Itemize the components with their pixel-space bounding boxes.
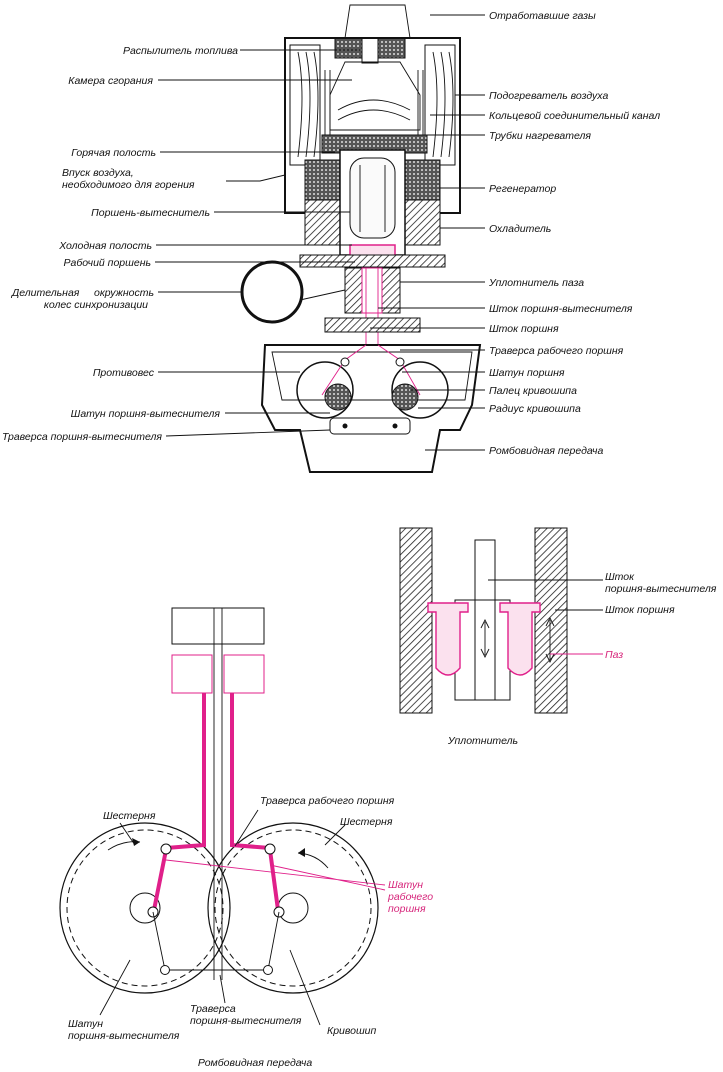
label-displacer-conrod: Шатун поршня-вытеснителя (71, 408, 221, 420)
label-combustion-chamber: Камера сгорания (68, 75, 153, 87)
label-slot-seal: Уплотнитель паза (488, 277, 584, 289)
cooler-left (304, 199, 341, 246)
label-piston-rod: Шток поршня (489, 323, 559, 335)
label-regenerator: Регенератор (489, 183, 556, 195)
drive-label-gear-right: Шестерня (340, 816, 393, 828)
label-working-crosshead: Траверса рабочего поршня (489, 345, 624, 357)
gear-left (59, 822, 231, 994)
drive-label-displacer-conrod-1: Шатун (68, 1018, 103, 1030)
top-right-labels: Отработавшие газы Подогреватель воздуха … (488, 10, 660, 457)
drive-label-crank: Кривошип (327, 1025, 377, 1037)
slot-seal-detail (427, 602, 469, 676)
label-rhombic-drive: Ромбовидная передача (489, 445, 603, 457)
top-left-labels: Распылитель топлива Камера сгорания Горя… (2, 45, 238, 443)
label-piston-conrod: Шатун поршня (489, 367, 565, 379)
drive-label-crosshead-1: Траверса (190, 1003, 236, 1015)
drive-label-conrod-2: рабочего (387, 891, 433, 903)
label-air-intake-2: необходимого для горения (62, 179, 195, 191)
seal-label-rod-1: Шток (605, 571, 635, 583)
top-right-leaders (370, 14, 485, 451)
seal-label-piston-rod: Шток поршня (605, 604, 675, 616)
label-pitch-circle-1: Делительная окружность (11, 287, 154, 299)
drive-label-displacer-conrod-2: поршня-вытеснителя (68, 1030, 180, 1042)
top-left-leaders (155, 49, 360, 437)
working-piston-conrods-drive (152, 849, 280, 911)
seal-detail: Шток поршня-вытеснителя Шток поршня Паз … (399, 527, 717, 747)
drive-caption: Ромбовидная передача (198, 1057, 312, 1069)
label-counterweight: Противовес (93, 367, 155, 379)
drive-label-crosshead-2: поршня-вытеснителя (190, 1015, 302, 1027)
label-displacer-rod: Шток поршня-вытеснителя (489, 303, 633, 315)
label-crank-radius: Радиус кривошипа (489, 403, 581, 415)
label-displacer: Поршень-вытеснитель (91, 207, 210, 219)
label-displacer-crosshead: Траверса поршня-вытеснителя (2, 431, 162, 443)
sync-wheel-pitch-circle (240, 260, 304, 324)
label-heater-tubes: Трубки нагревателя (489, 130, 591, 142)
rhombic-drive: Траверса рабочего поршня Шестерня Шестер… (59, 607, 433, 1069)
gear-right (207, 822, 379, 994)
label-cooler: Охладитель (489, 223, 551, 235)
working-piston-yoke (165, 693, 271, 850)
engine-section (240, 4, 482, 473)
seal-label-slot: Паз (605, 649, 623, 661)
seal-wall-left (399, 527, 433, 714)
displacer-crosshead (329, 417, 411, 435)
label-working-piston: Рабочий поршень (64, 257, 151, 269)
drive-working-piston-left (171, 654, 213, 694)
label-air-preheater: Подогреватель воздуха (489, 90, 608, 102)
drive-working-piston-right (223, 654, 265, 694)
cooler-right (404, 199, 441, 246)
drive-label-conrod-3: поршня (388, 903, 426, 915)
displacer-piston (349, 157, 396, 239)
label-fuel-atomizer: Распылитель топлива (123, 45, 238, 57)
label-pitch-circle-2: колес синхронизации (44, 299, 148, 311)
regenerator-right (404, 159, 441, 201)
label-crank-pin: Палец кривошипа (489, 385, 577, 397)
displacer-conrods-drive (152, 911, 280, 971)
label-cold-space: Холодная полость (58, 240, 152, 252)
label-exhaust: Отработавшие газы (489, 10, 596, 22)
drive-label-working-crosshead: Траверса рабочего поршня (260, 795, 395, 807)
exhaust-outlet (344, 4, 411, 39)
label-ring-channel: Кольцевой соединительный канал (489, 110, 660, 122)
label-air-intake-1: Впуск воздуха, (62, 167, 134, 179)
label-hot-space: Горячая полость (71, 147, 156, 159)
combustion-chamber (329, 61, 421, 131)
drive-label-conrod-1: Шатун (388, 879, 423, 891)
seal-label-rod-2: поршня-вытеснителя (605, 583, 717, 595)
counterweight-left (296, 361, 354, 419)
regenerator-left (304, 159, 341, 201)
seal-caption: Уплотнитель (447, 735, 518, 747)
crankcase (260, 344, 482, 473)
drive-label-gear-left: Шестерня (103, 810, 156, 822)
drive-top-block (171, 607, 265, 645)
engine-base (299, 254, 446, 268)
heater-tubes (321, 70, 428, 154)
